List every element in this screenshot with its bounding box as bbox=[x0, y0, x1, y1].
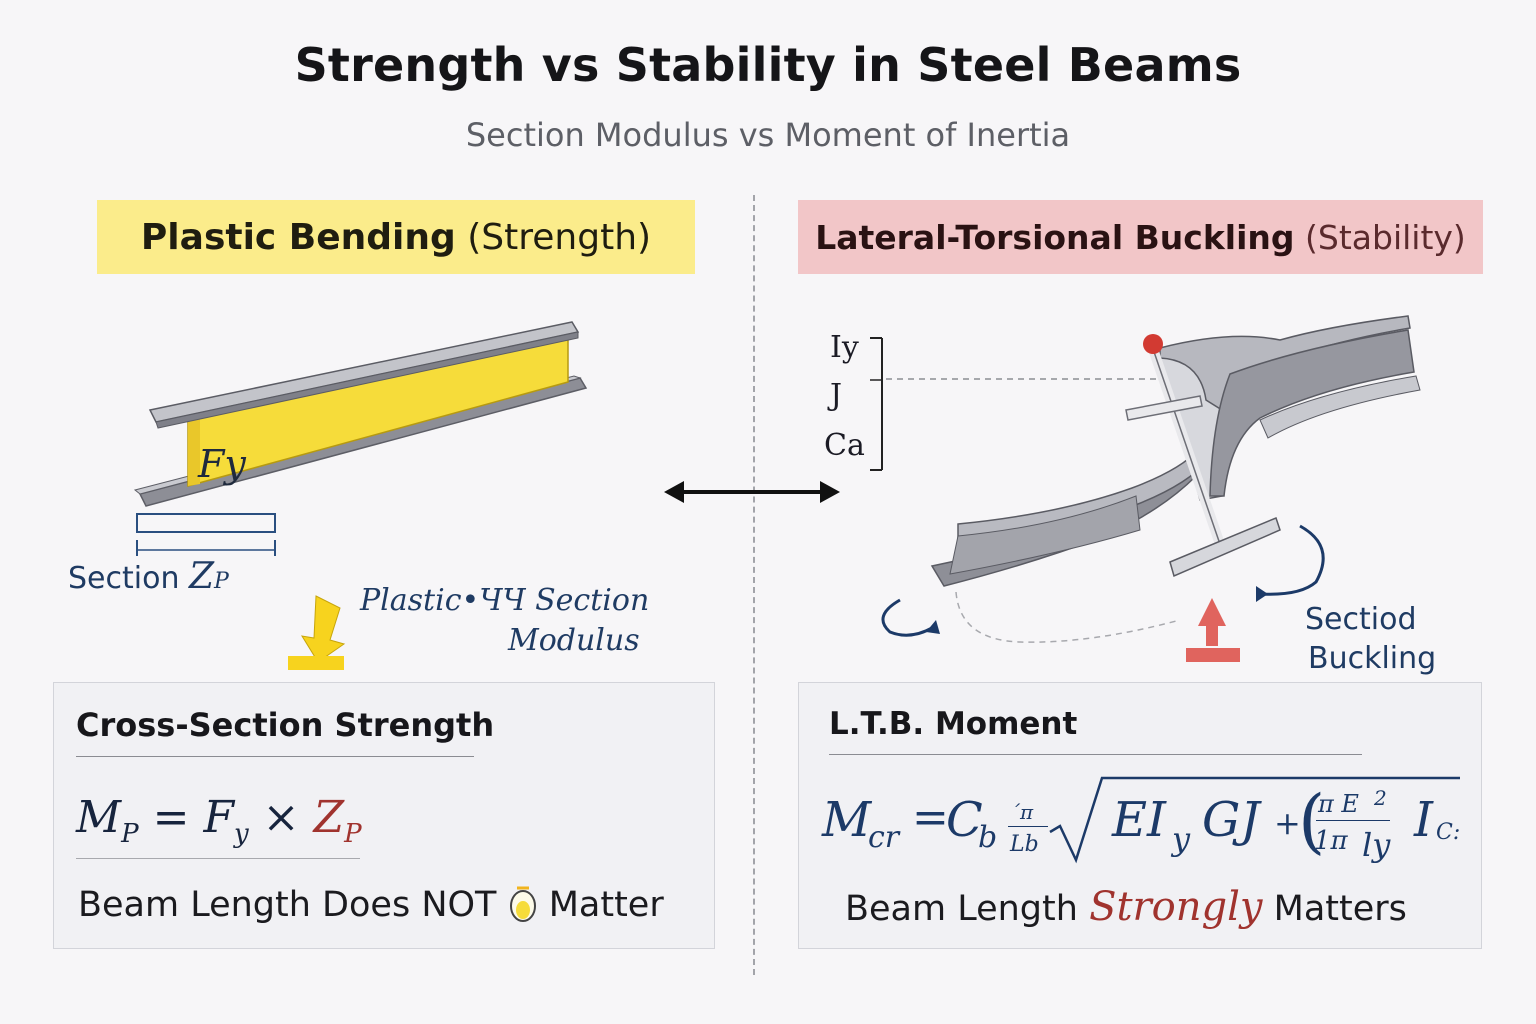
double-arrow-icon bbox=[664, 481, 840, 503]
eq-frac1-num: ´π bbox=[1010, 800, 1034, 824]
eq-frac2-den2: ly bbox=[1362, 826, 1391, 864]
eq-frac2-den: 1π bbox=[1314, 826, 1348, 856]
sectiod-label: Sectiod bbox=[1305, 602, 1417, 637]
eq-mcr-sub: cr bbox=[868, 820, 900, 855]
plastic-moment-equation: MP = Fy × ZP bbox=[76, 792, 362, 849]
cross-section-strength-box bbox=[53, 682, 715, 949]
yield-stress-label: Fy bbox=[198, 442, 246, 486]
plastic-bending-header: Plastic Bending (Strength) bbox=[97, 200, 695, 274]
center-divider bbox=[753, 195, 755, 975]
length-not-matter-note: Beam Length Does NOT Matter bbox=[78, 884, 664, 925]
red-down-arrow-icon bbox=[1198, 598, 1226, 646]
buckled-beam-illustration bbox=[870, 315, 1421, 662]
eq-fy: F bbox=[203, 792, 234, 843]
length-matters-note: Beam Length Strongly Matters bbox=[845, 884, 1407, 930]
eq-frac2-exp: 2 bbox=[1374, 786, 1387, 810]
bulb-icon bbox=[509, 886, 536, 922]
eq-mcr: M bbox=[822, 792, 872, 848]
section-label-text: Section bbox=[68, 561, 180, 596]
prop-iy: Iy bbox=[830, 330, 859, 365]
eq-ic-sub: C: bbox=[1436, 820, 1461, 845]
prop-ca: Ca bbox=[824, 428, 865, 463]
ltb-header-bold: Lateral-Torsional Buckling bbox=[815, 217, 1295, 257]
ltb-header: Lateral-Torsional Buckling (Stability) bbox=[798, 200, 1483, 274]
yellow-down-arrow-icon bbox=[300, 595, 346, 663]
cross-section-strength-title: Cross-Section Strength bbox=[76, 706, 495, 744]
eq-zp: Z bbox=[313, 792, 345, 843]
eq-paren-open: ( bbox=[1298, 780, 1326, 862]
eq-mp-sub: P bbox=[121, 819, 139, 849]
plastic-beam-illustration bbox=[133, 321, 588, 670]
load-point-icon bbox=[1143, 334, 1163, 354]
eq-cb: C bbox=[946, 792, 983, 848]
section-zp-subscript: P bbox=[214, 569, 229, 594]
section-zp-label: Section ZP bbox=[68, 556, 229, 597]
eq-mp: M bbox=[76, 792, 122, 843]
plastic-bending-header-paren: (Strength) bbox=[467, 216, 652, 258]
eq-equals: = bbox=[152, 792, 190, 843]
eq-plus: + bbox=[1274, 804, 1301, 842]
eq-ic: I bbox=[1414, 792, 1433, 848]
eq-frac2-num: π E bbox=[1318, 790, 1359, 818]
eq-frac1-bar bbox=[1008, 826, 1048, 827]
note-right-strong: Strongly bbox=[1089, 884, 1263, 930]
note-right-end: Matters bbox=[1273, 889, 1407, 929]
eq-times: × bbox=[262, 792, 300, 843]
plastic-bending-header-bold: Plastic Bending bbox=[140, 216, 456, 258]
eq-ltb-equals: = bbox=[912, 792, 949, 843]
page-title: Strength vs Stability in Steel Beams bbox=[294, 38, 1242, 92]
eq-frac1-den: Lb bbox=[1010, 832, 1039, 857]
section-zp-symbol: Z bbox=[189, 556, 215, 597]
eq-eiy: EI bbox=[1112, 792, 1166, 848]
radical-sign-icon bbox=[1049, 776, 1460, 864]
page-subtitle: Section Modulus vs Moment of Inertia bbox=[465, 116, 1071, 154]
plastic-section-modulus-note-line1: Plastic•ЧЧ Section bbox=[360, 583, 650, 618]
prop-j: J bbox=[830, 378, 843, 413]
eq-fy-sub: y bbox=[233, 819, 249, 849]
note-left-start: Beam Length Does NOT bbox=[78, 885, 497, 925]
eq-cb-sub: b bbox=[978, 820, 998, 855]
right-title-rule bbox=[829, 754, 1362, 755]
rotation-arrow-right-icon bbox=[1256, 586, 1268, 602]
ltb-moment-title: L.T.B. Moment bbox=[829, 706, 1078, 742]
ltb-header-paren: (Stability) bbox=[1305, 217, 1466, 257]
ltb-moment-equation: M cr = C b ´π Lb EI y GJ + ( π E 2 1π ly… bbox=[822, 774, 1472, 874]
eq-gj: GJ bbox=[1202, 792, 1260, 848]
ltb-moment-box bbox=[798, 682, 1482, 949]
buckling-label: Buckling bbox=[1308, 641, 1437, 676]
left-eq-rule bbox=[76, 858, 360, 859]
note-right-start: Beam Length bbox=[845, 889, 1078, 929]
eq-zp-sub: P bbox=[344, 819, 362, 849]
eq-frac2-bar bbox=[1316, 820, 1390, 821]
rotation-arrow-left-icon bbox=[926, 620, 940, 634]
note-left-end: Matter bbox=[548, 885, 664, 925]
plastic-section-modulus-note-line2: Modulus bbox=[508, 623, 640, 658]
eq-eiy-sub: y bbox=[1172, 820, 1191, 858]
left-title-rule bbox=[76, 756, 474, 757]
